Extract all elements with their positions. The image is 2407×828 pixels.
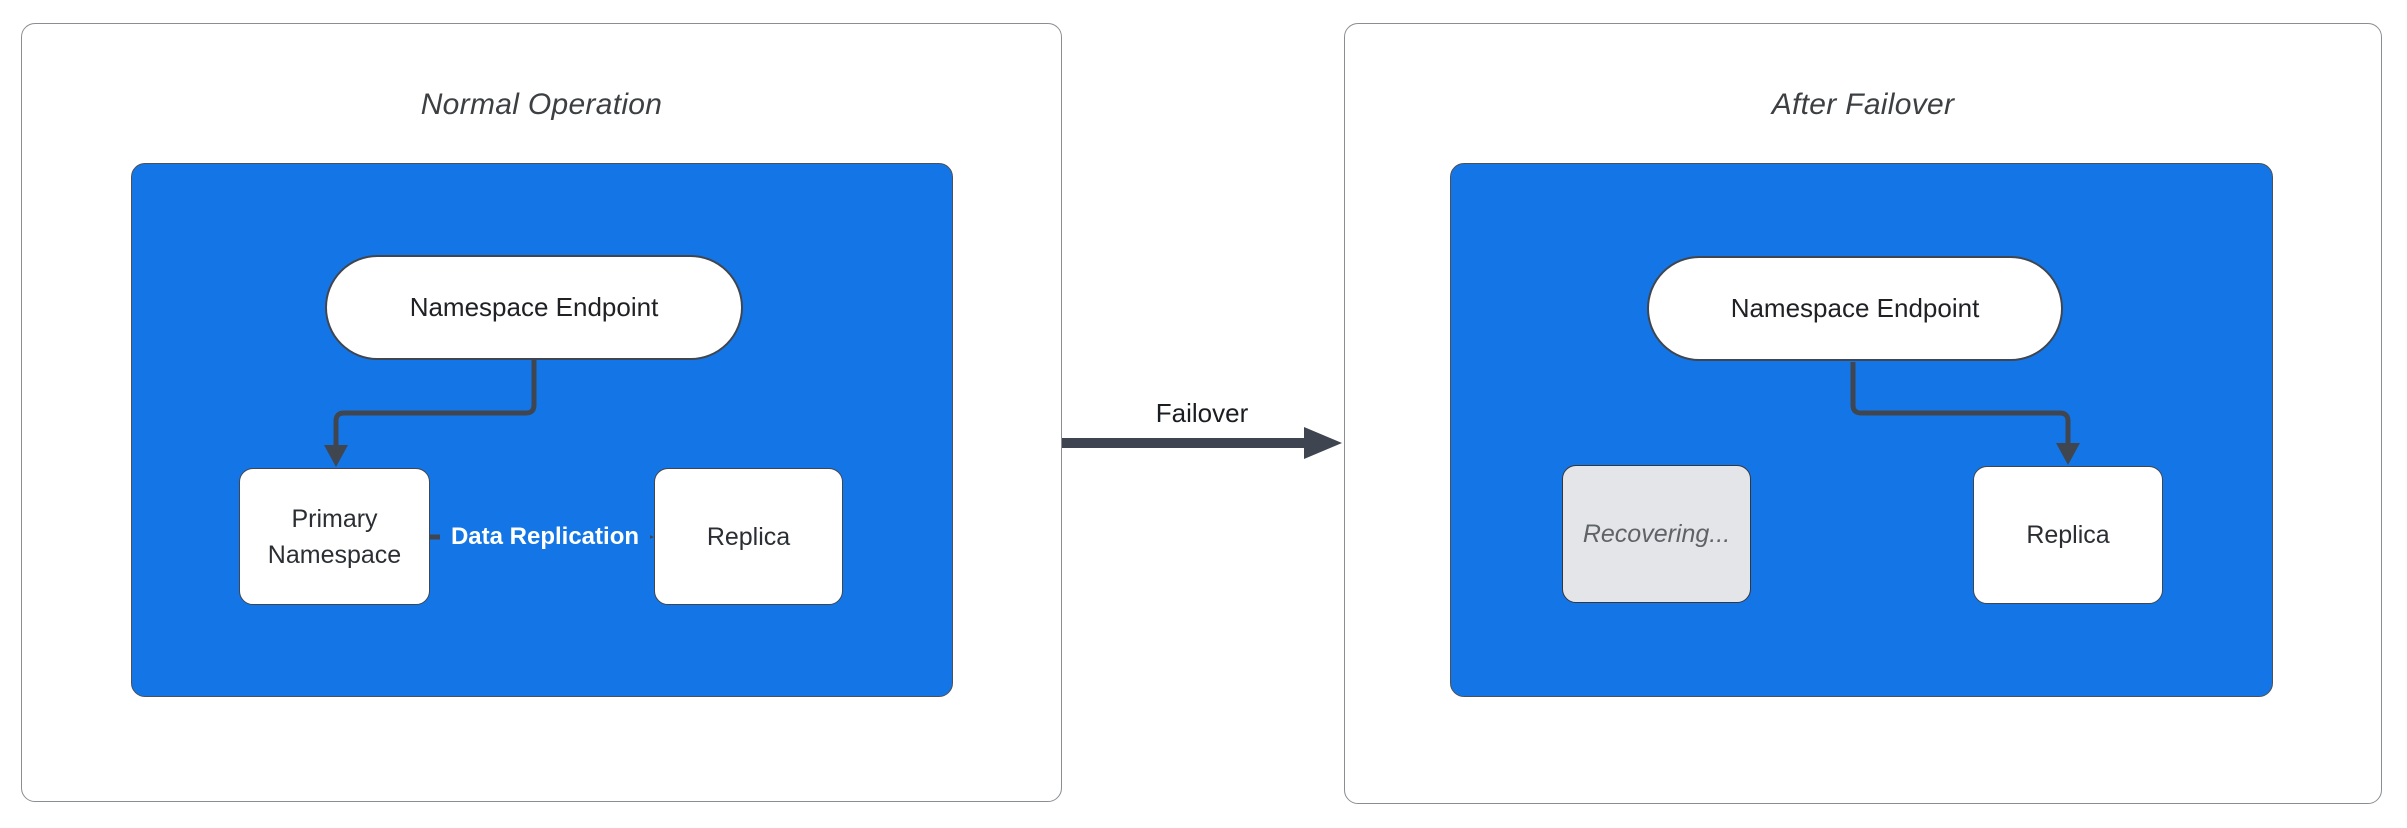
- arrow-right-icon: [1304, 427, 1342, 459]
- panel-after-failover-title: After Failover: [1771, 88, 1955, 121]
- normal-namespace-container: [131, 163, 953, 697]
- node-primary-namespace: Primary Namespace: [239, 468, 430, 605]
- failover-label: Failover: [1155, 398, 1249, 428]
- node-recovering: Recovering...: [1562, 465, 1751, 603]
- data-replication-label: Data Replication: [440, 519, 650, 555]
- failover-namespace-container: [1450, 163, 2273, 697]
- failover-arrow: [1062, 427, 1342, 459]
- node-namespace-endpoint-normal: Namespace Endpoint: [325, 255, 743, 360]
- node-replica-normal: Replica: [654, 468, 843, 605]
- panel-normal-operation-title: Normal Operation: [420, 88, 663, 121]
- node-replica-failover: Replica: [1973, 466, 2163, 604]
- node-namespace-endpoint-failover: Namespace Endpoint: [1647, 256, 2063, 361]
